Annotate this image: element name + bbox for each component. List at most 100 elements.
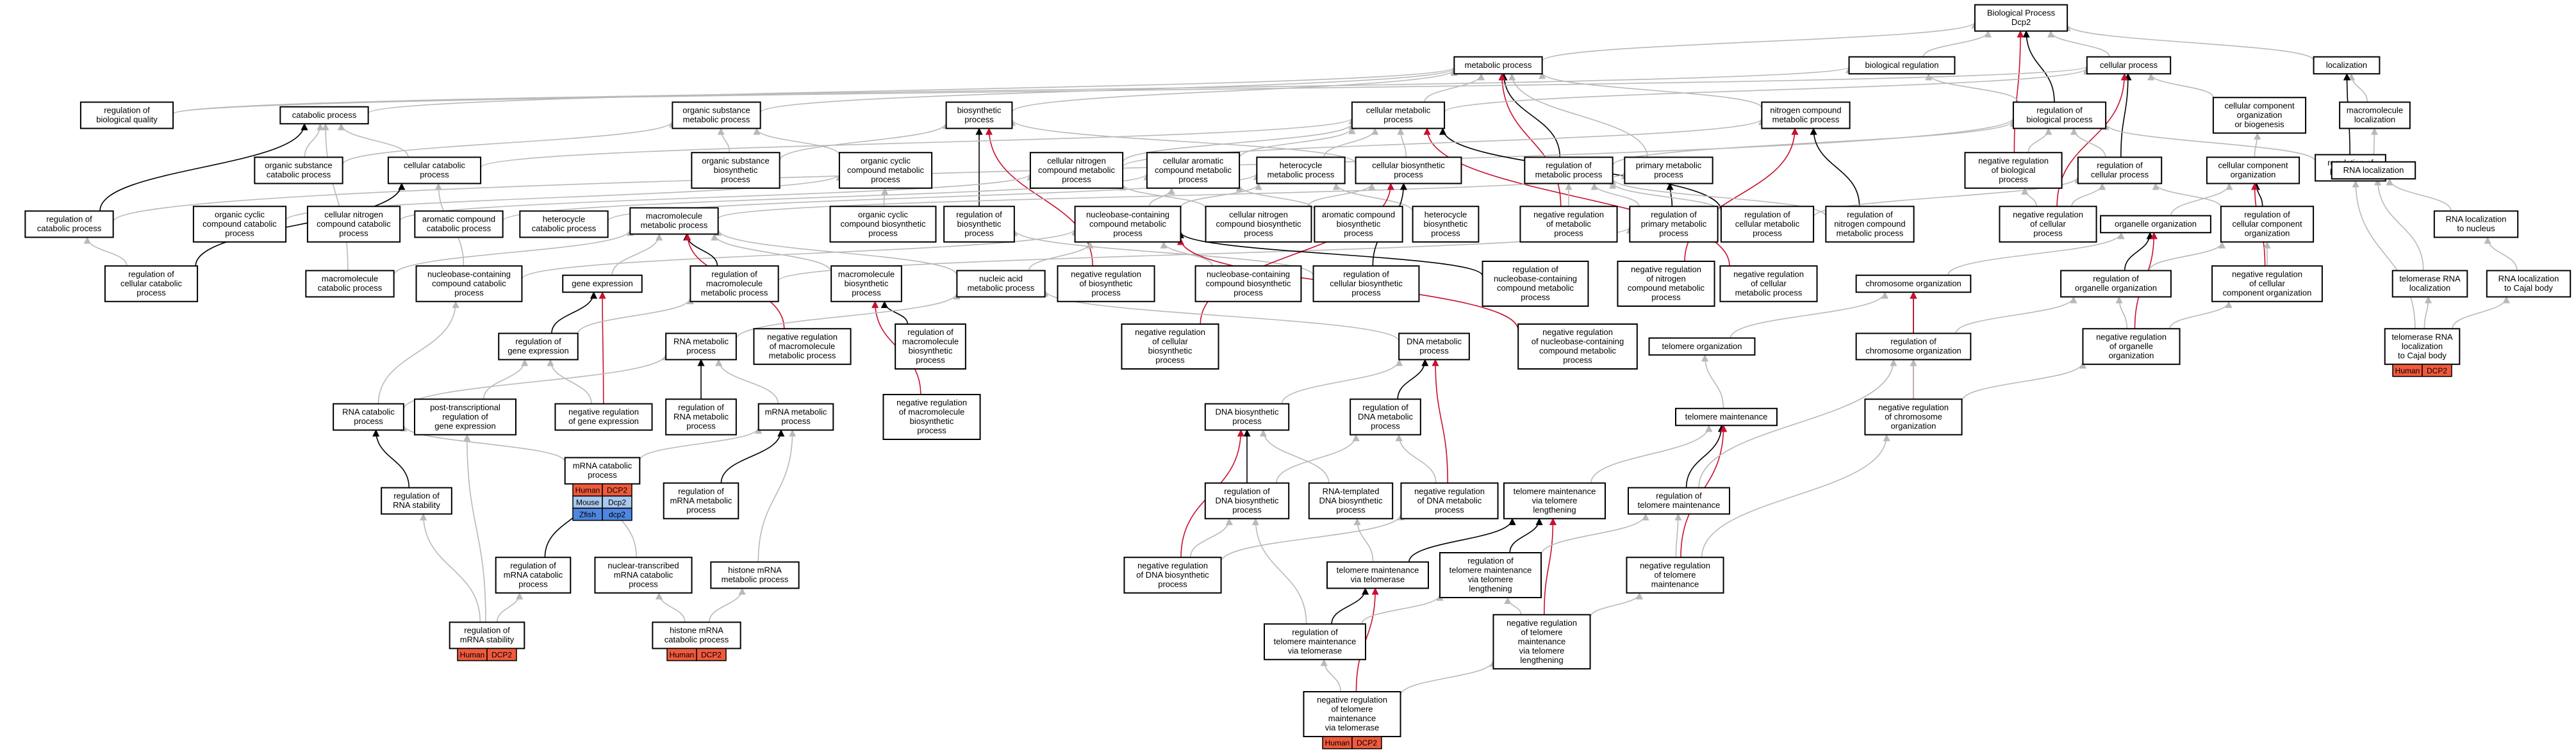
- go-term-node-bioreg[interactable]: biological regulation: [1848, 56, 1956, 75]
- go-term-node-cellular[interactable]: cellular process: [2086, 56, 2172, 75]
- go-term-node-orgorg[interactable]: organelle organization: [2100, 215, 2211, 234]
- go-term-node-catabolic[interactable]: catabolic process: [279, 106, 369, 125]
- go-term-node-chromorg[interactable]: chromosome organization: [1855, 274, 1972, 293]
- go-term-node-telorg[interactable]: telomere organization: [1648, 337, 1756, 356]
- go-term-node-metabolic[interactable]: metabolic process: [1453, 56, 1543, 75]
- go-term-node-geneexp[interactable]: gene expression: [562, 274, 643, 293]
- go-term-node-regmacrobio[interactable]: regulation ofmacromoleculebiosyntheticpr…: [895, 323, 966, 370]
- go-term-node-rnaloc[interactable]: RNA localization: [2331, 161, 2416, 180]
